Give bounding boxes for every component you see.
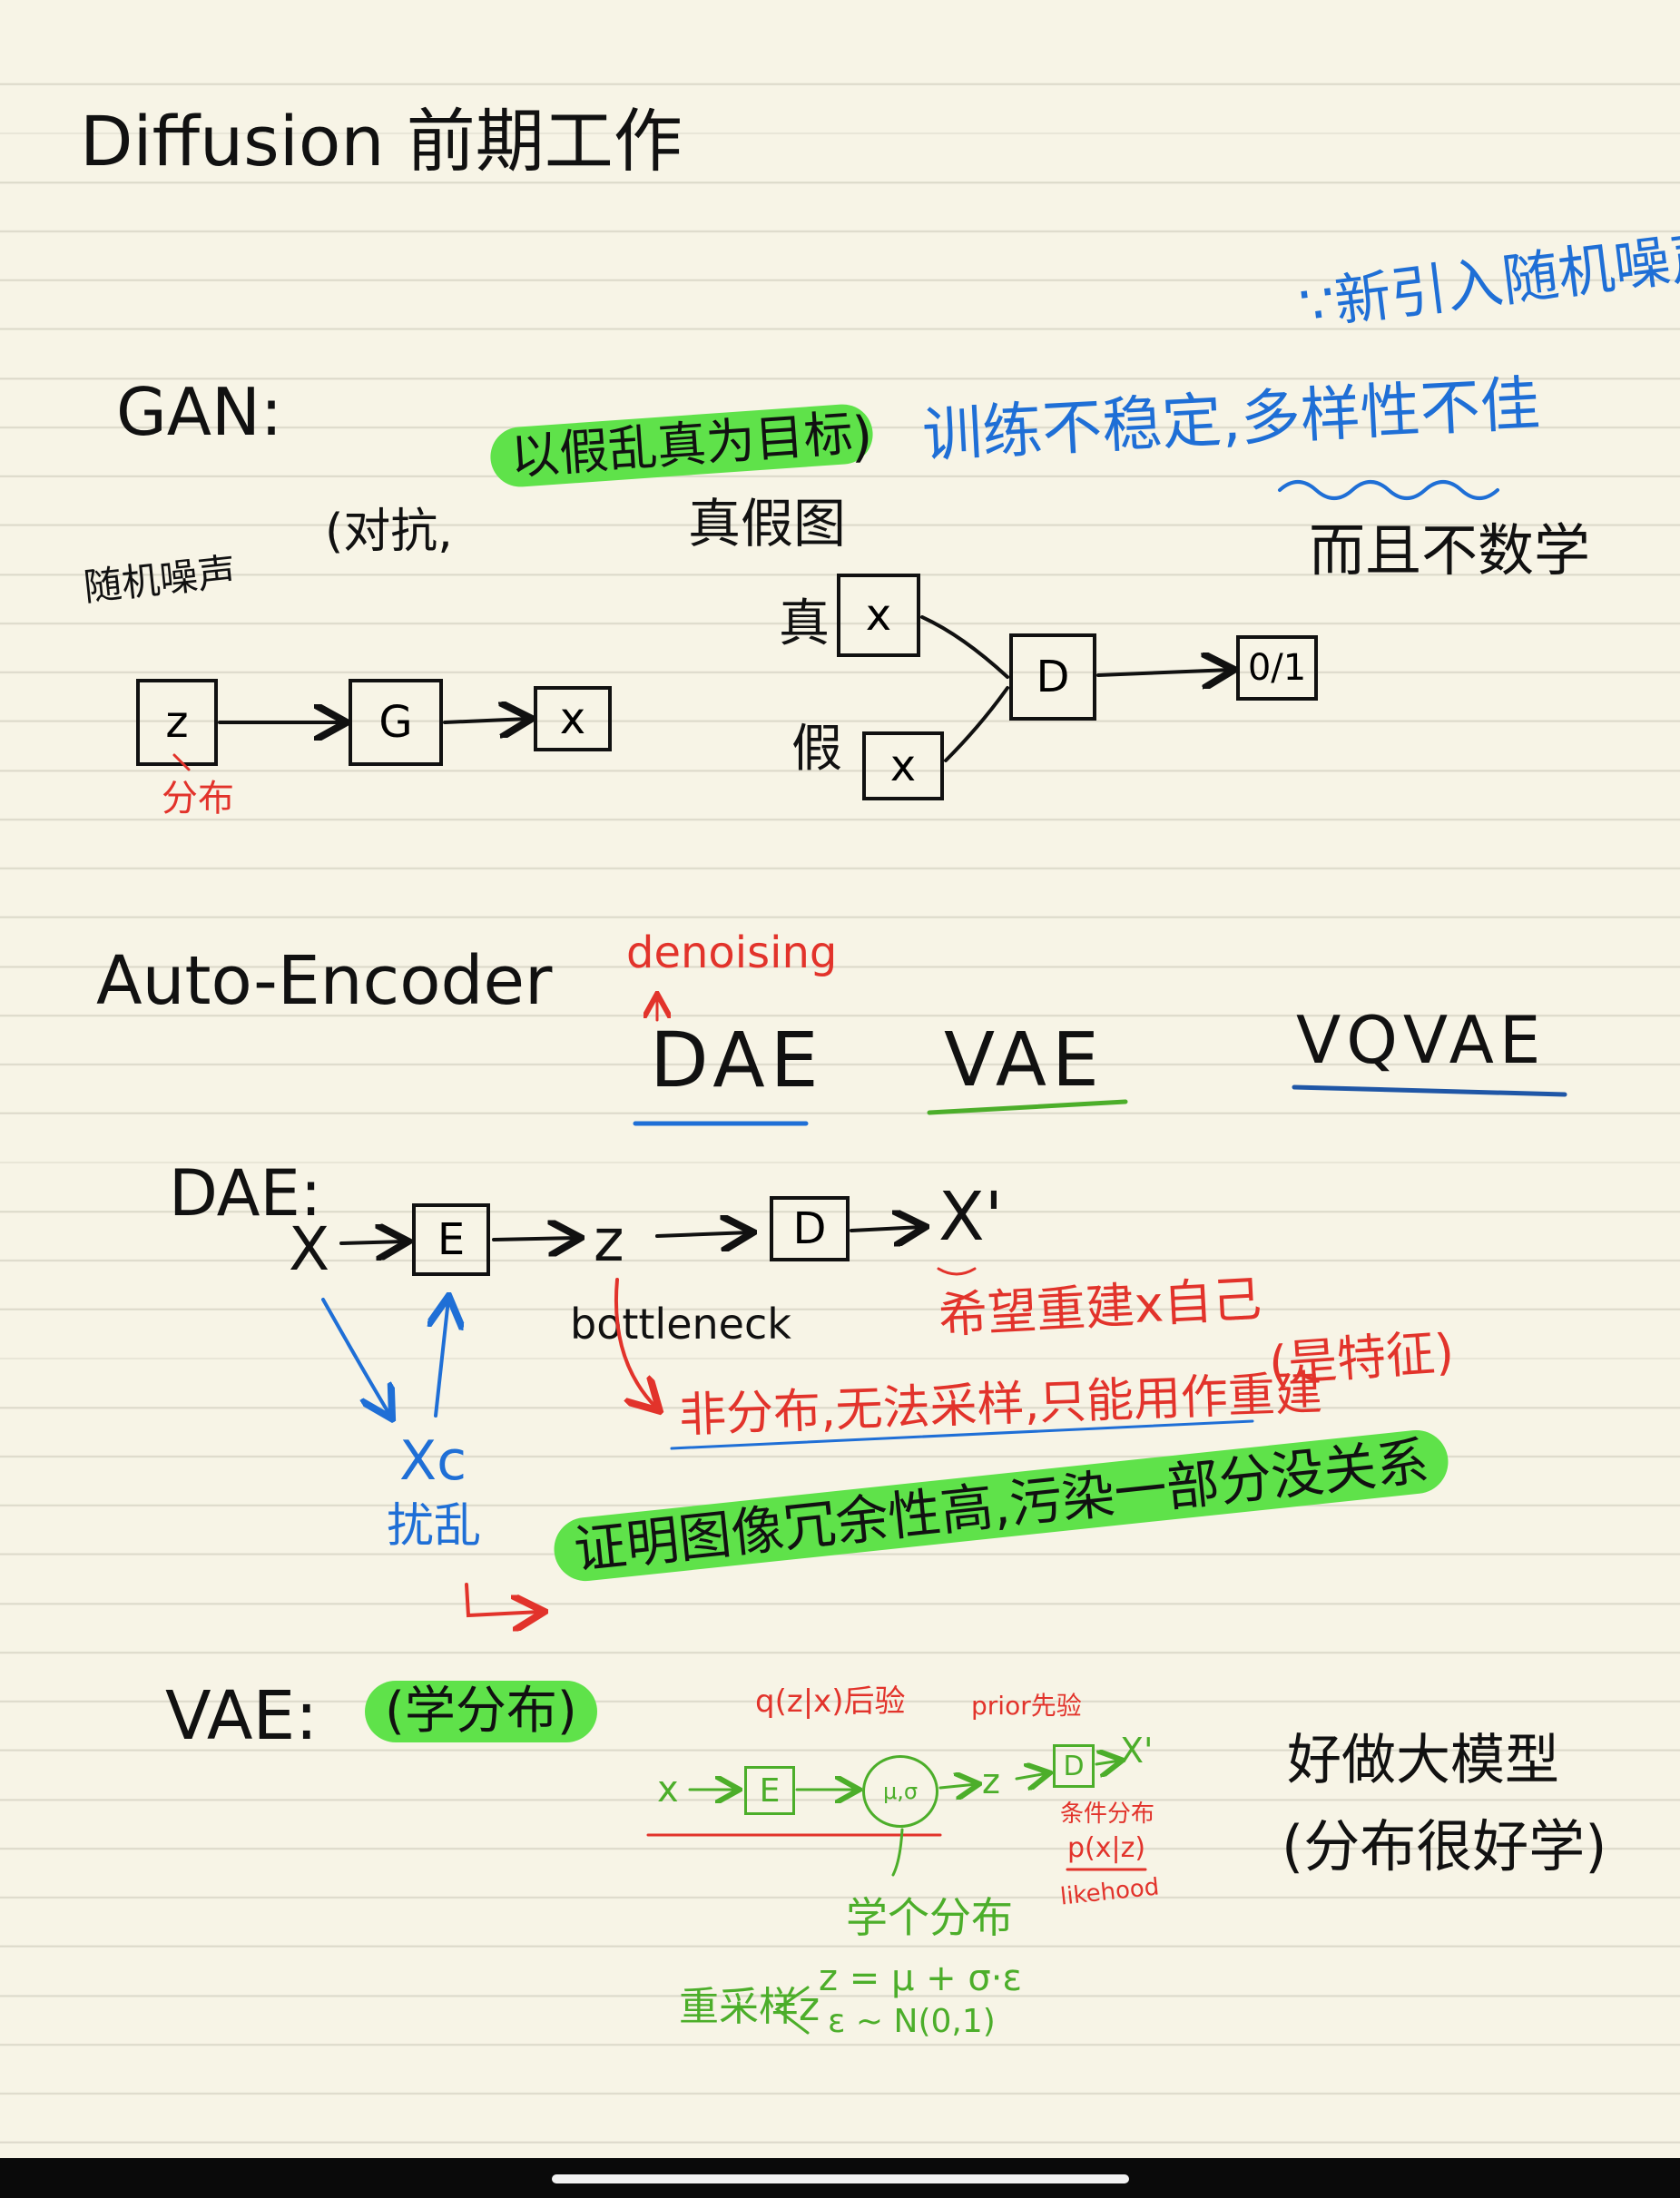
dae-recon-brace (937, 1267, 977, 1276)
dae-arrow-z-d (655, 1232, 750, 1236)
gan-connector-fake (944, 686, 1009, 762)
dae-x-prime: X' (938, 1178, 1004, 1256)
gan-dist-label: 分布 (162, 778, 234, 819)
vae-posterior: q(z|x)后验 (755, 1683, 906, 1720)
vae-e-text: E (759, 1771, 781, 1810)
gan-fake-label: 假 (791, 720, 842, 779)
dae-bottleneck-arrow (614, 1278, 657, 1408)
page-title: Diffusion 前期工作 (80, 101, 683, 182)
dae-x: X (289, 1214, 330, 1284)
vae-cond-dist: 条件分布 (1060, 1801, 1155, 1828)
vae-musigma-text: μ,σ (882, 1779, 919, 1804)
ae-underline-vae (927, 1099, 1128, 1115)
dae-z: z (594, 1208, 624, 1275)
dae-not-dist-underline (670, 1419, 1254, 1450)
vae-formula-2: ε ~ N(0,1) (828, 2003, 996, 2040)
dae-d-box: D (770, 1196, 850, 1261)
vae-pxz: p(x|z) (1067, 1832, 1146, 1864)
ae-variant-vqvae: VQVAE (1296, 1002, 1547, 1078)
ae-underline-vqvae (1292, 1084, 1567, 1097)
vae-musigma-tail (891, 1828, 904, 1877)
gan-connector-real (920, 615, 1009, 679)
dae-e-text: E (437, 1214, 466, 1265)
vae-prior: prior先验 (971, 1691, 1082, 1721)
gan-problem-wave (1278, 480, 1499, 500)
dae-disturb: 扰乱 (387, 1499, 482, 1554)
gan-g-box: G (349, 679, 443, 766)
ae-label: Auto-Encoder (96, 942, 553, 1020)
gan-not-math-note: 而且不数学 (1309, 517, 1591, 584)
gan-x-text: x (559, 693, 586, 744)
gan-arrow-g-x (443, 719, 528, 722)
vae-learn-dist: (学分布) (365, 1681, 597, 1742)
gan-real-x-box: x (837, 574, 920, 657)
dae-e-box: E (412, 1203, 490, 1276)
gan-output-text: 0/1 (1247, 647, 1307, 689)
vae-formula-1: z = μ + σ·ε (819, 1958, 1023, 1999)
vae-label: VAE: (165, 1677, 319, 1755)
gan-z-text: z (165, 697, 189, 748)
gan-fake-x-box: x (862, 731, 944, 800)
vae-e-box: E (744, 1766, 795, 1815)
gan-label: GAN: (116, 374, 283, 450)
vae-resample-bracket (774, 1986, 810, 2035)
vae-musigma-circle: μ,σ (862, 1755, 938, 1828)
gan-real-fake-img: 真假图 (688, 493, 847, 554)
gan-g-text: G (378, 697, 413, 748)
gan-arrow-d-out (1096, 670, 1231, 675)
dae-arrow-x-xc (321, 1298, 390, 1416)
vae-big-model-1: 好做大模型 (1287, 1729, 1559, 1792)
dae-xc: Xc (399, 1429, 467, 1493)
vae-arrow-z-d (1015, 1773, 1047, 1779)
dae-arrow-x-e (339, 1241, 405, 1243)
vae-x: x (657, 1769, 679, 1810)
dae-arrow-xc-e (436, 1300, 448, 1418)
gan-z-box: z (136, 679, 218, 766)
vae-learn-a-dist: 学个分布 (846, 1893, 1013, 1942)
vae-z: z (982, 1761, 1000, 1801)
gan-d-box: D (1009, 633, 1096, 721)
dae-arrow-e-z (492, 1238, 577, 1240)
gan-dist-pointer (172, 753, 191, 771)
gan-real-x-text: x (865, 590, 892, 641)
ae-variant-dae: DAE (650, 1016, 824, 1104)
ae-variant-vae: VAE (944, 1017, 1105, 1104)
vae-arrow-d-x (1095, 1761, 1120, 1764)
gan-adversarial-open: (对抗, (325, 505, 453, 559)
gan-fake-x-text: x (889, 741, 917, 791)
vae-arrow-mu-z (938, 1784, 977, 1788)
gan-d-text: D (1036, 652, 1070, 702)
home-indicator[interactable] (552, 2174, 1129, 2183)
dae-arrow-d-x (850, 1227, 922, 1231)
vae-big-model-2: (分布很好学) (1282, 1813, 1607, 1879)
dae-bottleneck: bottleneck (570, 1300, 791, 1349)
vae-d-text: D (1063, 1750, 1085, 1782)
dae-label: DAE: (169, 1156, 322, 1231)
dae-d-text: D (792, 1203, 827, 1254)
ae-denoising-label: denoising (626, 927, 838, 978)
gan-adversarial-close: ) (851, 406, 873, 469)
gan-real-label: 真 (779, 594, 830, 653)
dae-redundancy-arrow (465, 1583, 541, 1615)
vae-resample: 重采样z (679, 1984, 820, 2030)
gan-output-box: 0/1 (1236, 635, 1318, 701)
